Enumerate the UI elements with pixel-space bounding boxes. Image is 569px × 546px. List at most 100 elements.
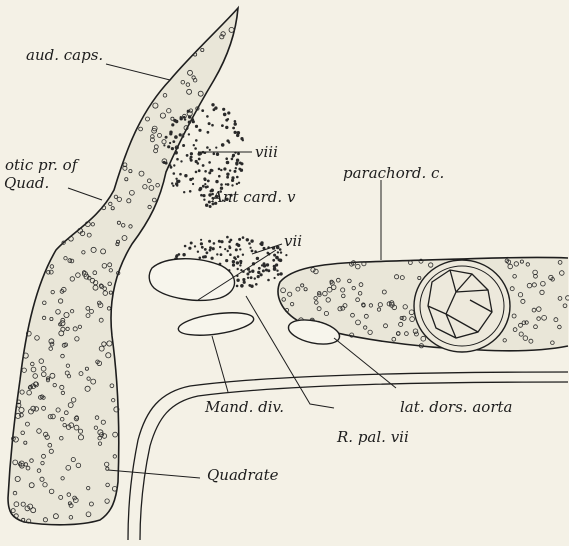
cell-dot xyxy=(227,118,229,120)
cell-dot xyxy=(255,283,258,286)
cell-dot xyxy=(246,273,249,276)
label-aud-caps: aud. caps. xyxy=(26,48,103,63)
cell-dot xyxy=(199,257,202,260)
cell-dot xyxy=(195,139,198,142)
cell-dot xyxy=(173,164,175,166)
cell-dot xyxy=(182,144,185,147)
cell-dot xyxy=(227,250,229,252)
cell-dot xyxy=(198,152,202,156)
cell-dot xyxy=(174,151,178,155)
cell-dot xyxy=(213,153,216,156)
cell-dot xyxy=(267,252,270,255)
cell-dot xyxy=(169,132,172,135)
cell-dot xyxy=(215,180,218,183)
cell-dot xyxy=(238,238,241,241)
cell-dot xyxy=(175,121,178,124)
cell-dot xyxy=(254,277,256,279)
cell-dot xyxy=(220,169,222,171)
cell-dot xyxy=(208,201,211,204)
cell-dot xyxy=(222,108,225,111)
cell-dot xyxy=(234,120,237,123)
cell-dot xyxy=(275,256,279,260)
cell-dot xyxy=(182,135,185,138)
cell-dot xyxy=(220,183,223,186)
cell-dot xyxy=(197,251,199,253)
cell-dot xyxy=(195,125,198,128)
cell-dot xyxy=(219,246,221,248)
cell-dot xyxy=(206,185,209,188)
cell-dot xyxy=(192,120,195,123)
cell-dot xyxy=(200,239,202,241)
cell-dot xyxy=(260,241,263,244)
cell-dot xyxy=(239,248,241,250)
cell-dot xyxy=(172,140,175,143)
label-anterior-cardinal-vein: Ant card. v xyxy=(212,190,295,205)
cell-dot xyxy=(239,162,242,165)
cell-dot xyxy=(235,258,237,260)
cell-dot xyxy=(163,144,165,146)
label-nerve-viii: viii xyxy=(255,145,278,160)
cell-dot xyxy=(235,248,238,251)
cell-dot xyxy=(183,191,185,193)
cell-dot xyxy=(280,251,282,253)
cell-dot xyxy=(182,253,185,256)
cell-dot xyxy=(195,160,198,163)
cell-dot xyxy=(257,271,260,274)
cell-dot xyxy=(209,149,211,151)
cell-dot xyxy=(194,147,197,150)
cell-dot xyxy=(213,242,216,245)
cell-dot xyxy=(180,160,182,162)
cell-dot xyxy=(186,154,189,157)
cell-dot xyxy=(229,253,232,256)
label-ramus-palatinus: R. pal. vii xyxy=(337,430,409,445)
cell-dot xyxy=(260,273,263,276)
cell-dot xyxy=(226,173,229,176)
cell-dot xyxy=(179,173,182,176)
label-quad: Quad. xyxy=(4,176,49,191)
cell-dot xyxy=(248,242,251,245)
cell-dot xyxy=(250,276,253,279)
cell-dot xyxy=(247,277,249,279)
cell-dot xyxy=(251,270,254,273)
cell-dot xyxy=(211,124,214,127)
cell-dot xyxy=(226,176,229,179)
cell-dot xyxy=(285,254,287,256)
cell-dot xyxy=(199,187,202,190)
cell-dot xyxy=(274,277,276,279)
cell-dot xyxy=(242,278,245,281)
cell-dot xyxy=(201,246,204,249)
notochord xyxy=(414,260,510,352)
cell-dot xyxy=(279,272,282,275)
cell-dot xyxy=(267,269,270,272)
cell-dot xyxy=(246,238,249,241)
anterior-cardinal-vein xyxy=(149,259,234,301)
cell-dot xyxy=(257,275,260,278)
cell-dot xyxy=(221,124,224,127)
cell-dot xyxy=(240,262,242,264)
cell-dot xyxy=(236,279,239,282)
cell-dot xyxy=(200,242,203,245)
cell-dot xyxy=(176,158,179,161)
cell-dot xyxy=(169,164,171,166)
cell-dot xyxy=(176,254,179,257)
cell-dot xyxy=(236,159,239,162)
cell-dot xyxy=(192,183,194,185)
cell-dot xyxy=(250,247,252,249)
cell-dot xyxy=(220,240,223,243)
cell-dot xyxy=(232,264,235,267)
cell-dot xyxy=(251,250,254,253)
cell-dot xyxy=(225,157,228,160)
cell-dot xyxy=(224,248,226,250)
cell-dot xyxy=(275,263,278,266)
cell-dot xyxy=(190,242,193,245)
cell-dot xyxy=(240,269,242,271)
cell-dot xyxy=(279,248,282,251)
label-mandibular-division: Mand. div. xyxy=(205,400,284,415)
cell-dot xyxy=(273,267,277,271)
cell-dot xyxy=(201,109,204,112)
cell-dot xyxy=(174,135,178,139)
label-quadrate: Quadrate xyxy=(207,468,279,483)
cell-dot xyxy=(216,253,218,255)
cell-dot xyxy=(171,123,174,126)
cell-dot xyxy=(229,169,231,171)
